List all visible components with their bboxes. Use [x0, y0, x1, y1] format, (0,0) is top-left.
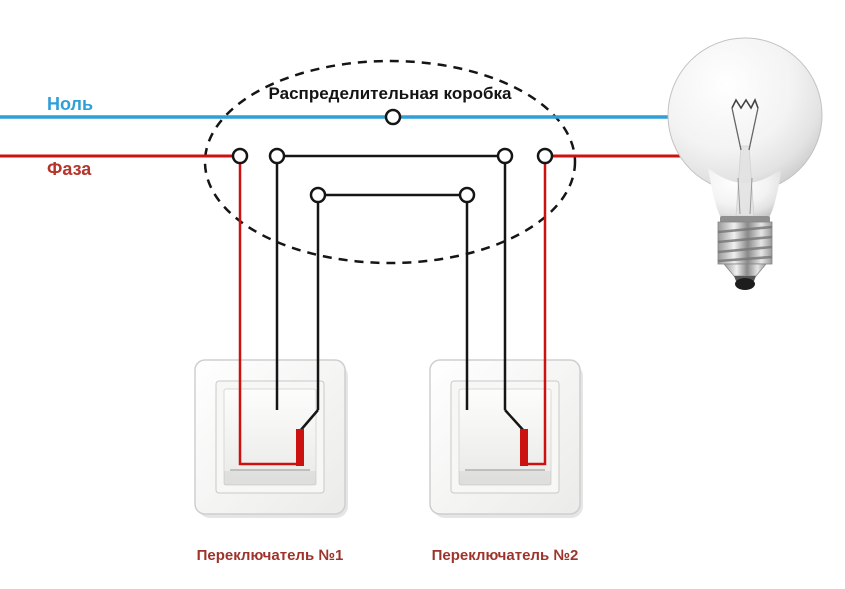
joint-traveler-bottom-right — [458, 186, 476, 204]
switch2-plate — [429, 359, 583, 518]
bulb-threads — [717, 225, 773, 263]
light-bulb-icon — [667, 37, 823, 290]
switch1-phase-feed — [238, 156, 300, 466]
bulb-tip-contact — [735, 278, 755, 290]
bulb-base-taper — [723, 263, 767, 277]
phase-label: Фаза — [47, 159, 92, 179]
joint-phase-switch1 — [231, 147, 249, 165]
switch2-caption: Переключатель №2 — [431, 547, 579, 564]
joint-traveler-top-right — [496, 147, 514, 165]
switch1-rocker — [223, 388, 317, 486]
junction-box-title: Распределительная коробка — [268, 84, 512, 103]
filament-coil — [731, 98, 759, 110]
switch2-rocker-bottom — [459, 471, 551, 485]
filament-supports — [731, 107, 759, 151]
joint-lamp-switch2 — [536, 147, 554, 165]
switch1-toggle-contact — [299, 409, 319, 432]
joint-traveler-top-left — [268, 147, 286, 165]
switch2-lamp-feed — [524, 156, 547, 466]
bulb-stem-wires — [737, 177, 753, 215]
switch1-rocker-bottom — [224, 471, 316, 485]
switch2-toggle-contact — [504, 409, 525, 432]
switch1-plate — [194, 359, 348, 518]
junction-box-ellipse — [203, 59, 577, 265]
bulb-collar — [720, 216, 770, 223]
joint-traveler-bottom-left — [309, 186, 327, 204]
joint-neutral — [384, 108, 402, 126]
switch1-caption: Переключатель №1 — [196, 547, 344, 564]
neutral-label: Ноль — [47, 94, 94, 114]
